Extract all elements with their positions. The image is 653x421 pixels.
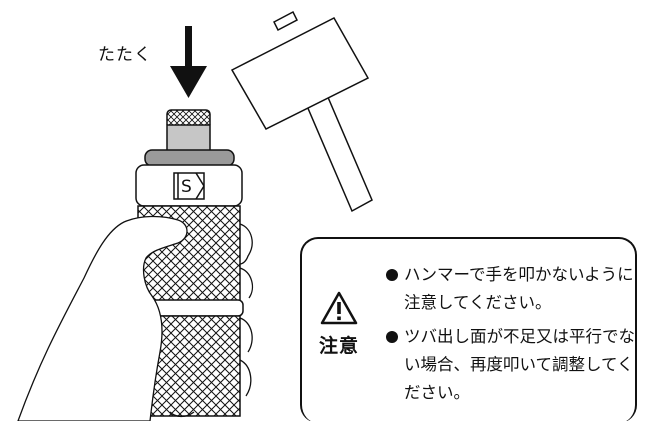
finger-4	[239, 359, 252, 397]
hammer-head-cap	[273, 10, 298, 32]
hammer-head	[230, 17, 370, 130]
caution-box: 注意 ハンマーで手を叩かないように注意してください。 ツバ出し面が不足又は平行で…	[300, 237, 637, 421]
tap-label: たたく	[98, 45, 152, 65]
punch-collar	[144, 149, 235, 167]
warning-block: 注意	[316, 291, 362, 358]
finger-3	[239, 317, 253, 353]
finger-2	[239, 267, 254, 299]
brand-logo: S	[173, 172, 205, 200]
palm	[17, 215, 188, 421]
finger-1	[239, 223, 253, 265]
hand	[17, 215, 254, 421]
brand-logo-letter: S	[181, 177, 192, 197]
tap-direction-arrow	[170, 26, 207, 98]
warning-triangle-icon	[320, 291, 358, 325]
caution-item: ツバ出し面が不足又は平行でない場合、再度叩いて調整してください。	[386, 323, 636, 407]
finger-base	[169, 411, 195, 418]
caution-heading: 注意	[318, 335, 359, 357]
punch-neck	[166, 124, 211, 154]
caution-list: ハンマーで手を叩かないように注意してください。 ツバ出し面が不足又は平行でない場…	[386, 261, 636, 407]
caution-item: ハンマーで手を叩かないように注意してください。	[386, 261, 636, 317]
hammer	[230, 10, 373, 213]
